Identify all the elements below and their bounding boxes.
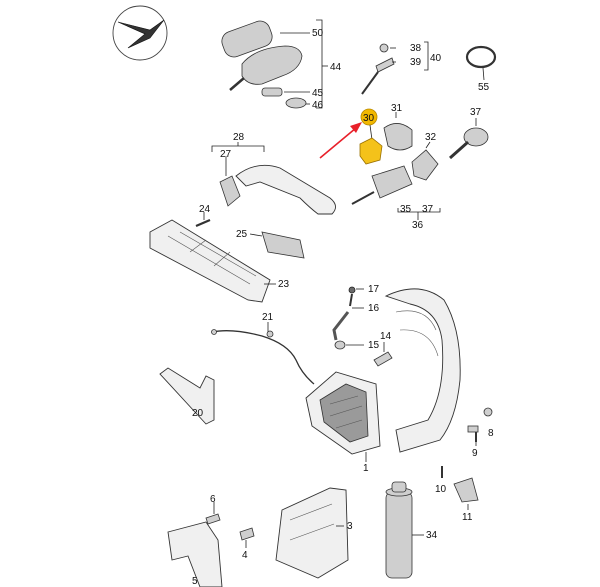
label-16: 16 xyxy=(368,303,380,314)
screw-24 xyxy=(195,212,211,228)
bolt-4 xyxy=(239,527,255,548)
label-40: 40 xyxy=(430,53,442,64)
cable-21 xyxy=(211,322,315,385)
label-6: 6 xyxy=(210,494,216,505)
label-32: 32 xyxy=(425,132,437,143)
label-46: 46 xyxy=(312,100,324,111)
label-55: 55 xyxy=(478,82,490,93)
label-10: 10 xyxy=(435,484,447,495)
lock-cap xyxy=(383,123,413,151)
key-fob-group xyxy=(221,19,328,109)
rod-assembly xyxy=(332,286,364,350)
label-14: 14 xyxy=(380,331,392,342)
lock-pin-group xyxy=(361,41,429,95)
label-44: 44 xyxy=(330,62,342,73)
label-30: 30 xyxy=(363,113,375,124)
label-11: 11 xyxy=(462,512,473,523)
bracket-5 xyxy=(167,521,223,587)
label-31: 31 xyxy=(391,103,403,114)
label-37-bottom: 37 xyxy=(422,204,434,215)
highlight-marker xyxy=(360,108,378,126)
lock-cylinder xyxy=(351,165,441,220)
label-37-top: 37 xyxy=(470,107,482,118)
label-5: 5 xyxy=(192,576,198,587)
key-37 xyxy=(449,127,489,160)
pointer-arrow xyxy=(319,122,362,159)
label-45: 45 xyxy=(312,88,324,99)
label-36: 36 xyxy=(412,220,424,231)
label-28: 28 xyxy=(233,132,245,143)
seal-ring xyxy=(465,45,497,69)
label-50: 50 xyxy=(312,28,324,39)
bolt-6 xyxy=(205,502,221,525)
part-8 xyxy=(483,407,493,417)
label-38: 38 xyxy=(410,43,422,54)
cover-32 xyxy=(411,149,439,181)
label-25: 25 xyxy=(236,229,248,240)
label-23: 23 xyxy=(278,279,290,290)
label-1: 1 xyxy=(363,463,369,474)
bracket-3 xyxy=(275,487,349,579)
label-35: 35 xyxy=(400,204,412,215)
label-9: 9 xyxy=(472,448,478,459)
label-21: 21 xyxy=(262,312,274,323)
label-39: 39 xyxy=(410,57,422,68)
handle-carrier xyxy=(149,219,271,303)
panel-20 xyxy=(159,367,215,425)
part-11 xyxy=(453,477,479,503)
label-34: 34 xyxy=(426,530,438,541)
label-17: 17 xyxy=(368,284,380,295)
label-8: 8 xyxy=(488,428,494,439)
label-3: 3 xyxy=(347,521,353,532)
label-24: 24 xyxy=(199,204,211,215)
label-27: 27 xyxy=(220,149,232,160)
door-frame xyxy=(384,288,461,453)
lock-barrel-highlighted xyxy=(359,137,383,165)
label-20: 20 xyxy=(192,408,204,419)
door-lock-mechanism xyxy=(305,371,381,462)
compass-logo-icon xyxy=(112,5,168,61)
label-15: 15 xyxy=(368,340,380,351)
gasket-25 xyxy=(261,231,305,259)
label-4: 4 xyxy=(242,550,248,561)
part-14 xyxy=(373,351,393,367)
door-handle xyxy=(211,142,336,215)
spray-can xyxy=(385,481,424,579)
bolt-9 xyxy=(467,425,479,442)
